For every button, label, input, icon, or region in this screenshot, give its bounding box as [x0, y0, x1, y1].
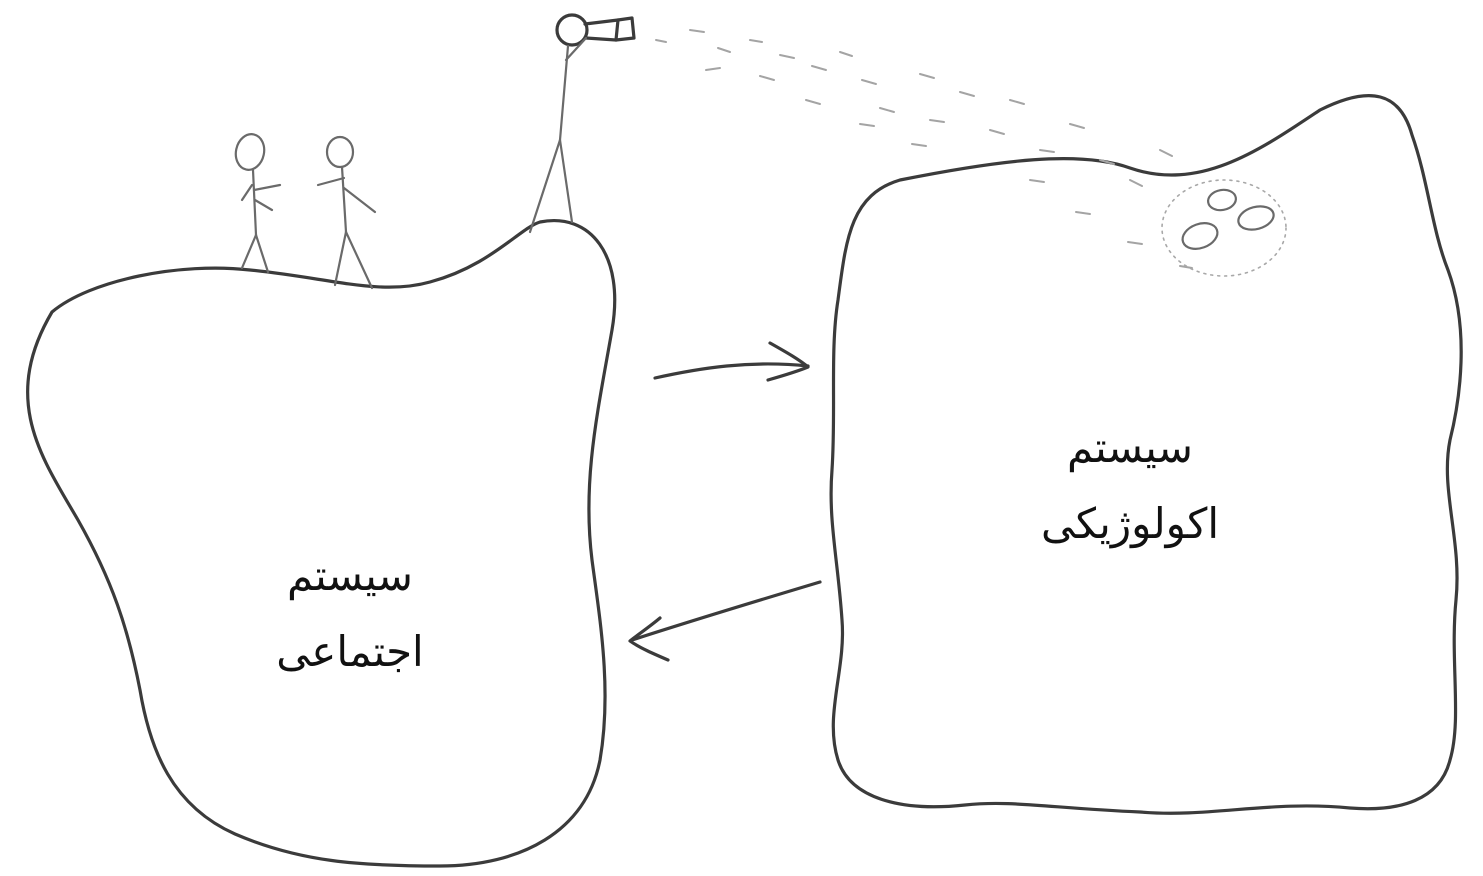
line-of-sight — [656, 30, 1192, 268]
observed-spot-icon — [1162, 180, 1286, 276]
arrow-ecological-to-social — [630, 582, 820, 660]
ecological-system-line1: سیستم — [920, 410, 1340, 486]
social-system-label: سیستم اجتماعی — [170, 538, 530, 690]
social-system-line2: اجتماعی — [170, 614, 530, 690]
person-figure-left — [233, 131, 280, 272]
person-figure-middle — [318, 137, 375, 288]
ecological-system-line2: اکولوژیکی — [920, 486, 1340, 562]
telescope-observer-icon — [530, 15, 634, 232]
social-system-line1: سیستم — [170, 538, 530, 614]
arrow-social-to-ecological — [655, 343, 808, 380]
ecological-system-label: سیستم اکولوژیکی — [920, 410, 1340, 562]
